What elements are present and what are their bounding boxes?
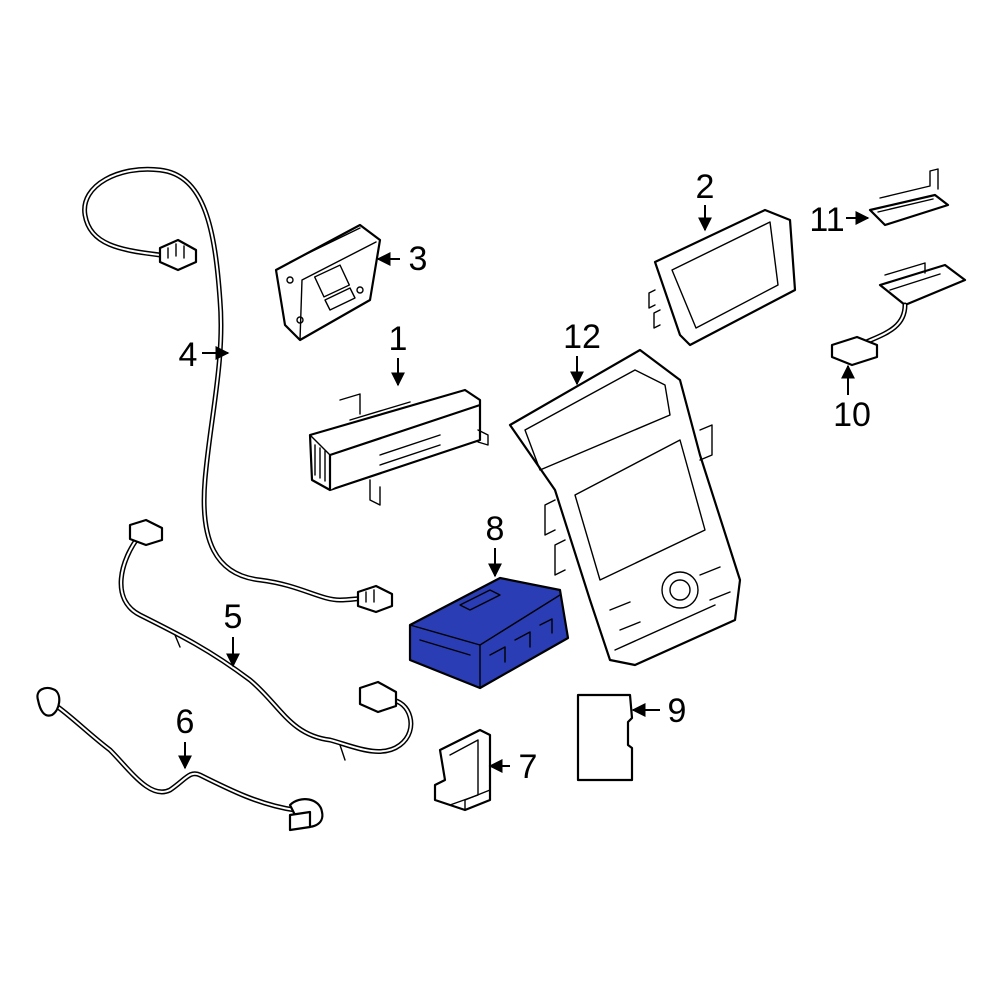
part-12-bezel[interactable] [508,348,742,667]
part-9-panel[interactable] [576,693,634,782]
part-7-bracket[interactable] [433,728,492,812]
part-5-harness[interactable] [118,518,414,761]
callout-6: 6 [176,703,195,770]
callout-3: 3 [376,240,428,278]
callout-2: 2 [696,168,715,232]
callout-number: 5 [224,598,243,636]
part-6-harness[interactable] [36,686,324,832]
callout-number: 1 [389,320,408,358]
callout-number: 11 [809,201,844,239]
callout-1: 1 [389,320,408,387]
part-3-module[interactable] [274,223,382,342]
callout-11: 11 [809,201,870,239]
callout-number: 9 [668,692,687,730]
part-8-highlighted-module[interactable] [408,576,570,690]
part-11-bezel[interactable] [868,168,950,227]
callout-10: 10 [833,364,871,434]
callout-number: 12 [563,318,601,356]
callout-number: 2 [696,168,715,206]
callout-number: 6 [176,703,195,741]
part-2-display[interactable] [648,208,797,347]
callout-8: 8 [486,510,505,578]
callout-5: 5 [224,598,243,668]
callout-number: 7 [519,748,538,786]
callout-7: 7 [488,748,538,786]
callout-9: 9 [631,692,687,730]
callout-number: 8 [486,510,505,548]
callout-12: 12 [563,318,601,386]
callout-number: 3 [409,240,428,278]
part-10-usb-port[interactable] [830,262,967,367]
callout-number: 4 [179,336,198,374]
callout-4: 4 [179,336,230,374]
part-1-receiver[interactable] [308,388,489,506]
callout-number: 10 [833,396,871,434]
